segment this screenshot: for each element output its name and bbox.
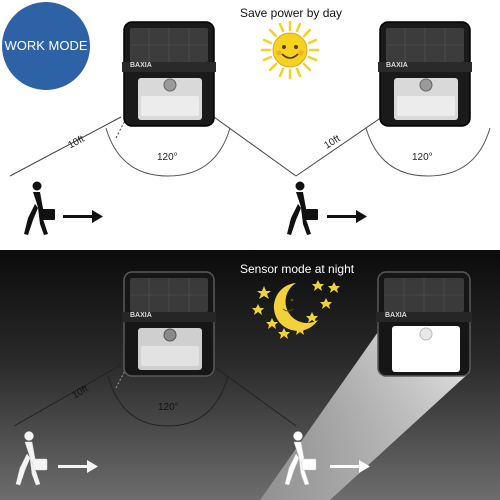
- night-scene-2: [284, 271, 472, 486]
- angle-label: 120°: [158, 402, 179, 413]
- arrow-right-icon: [58, 460, 98, 473]
- angle-label: 120°: [157, 152, 178, 163]
- brand-label: BAXIA: [386, 62, 408, 69]
- walking-person-icon: [15, 431, 48, 486]
- day-scene-graphics: [2, 2, 491, 235]
- night-panel: Sensor mode at night BAXIA 10ft 120° BAX…: [0, 250, 500, 500]
- arrow-right-icon: [327, 210, 367, 223]
- walking-person-icon: [284, 431, 317, 486]
- day-panel: WORK MODE Save power by day BAXIA 10ft 1…: [2, 2, 491, 235]
- angle-label: 120°: [412, 152, 433, 163]
- day-caption: Save power by day: [240, 6, 343, 20]
- solar-light-icon: [122, 271, 216, 377]
- night-caption: Sensor mode at night: [240, 262, 355, 276]
- work-mode-badge-label: WORK MODE: [4, 38, 88, 53]
- solar-light-icon: [122, 21, 216, 127]
- moon-stars-icon: [252, 280, 340, 339]
- brand-label: BAXIA: [385, 312, 407, 319]
- walking-person-icon: [287, 181, 318, 235]
- night-scene-1: [13, 271, 297, 486]
- night-scene-graphics: [13, 271, 472, 500]
- arrow-right-icon: [63, 210, 103, 223]
- arrow-right-icon: [330, 460, 370, 473]
- brand-label: BAXIA: [130, 62, 152, 69]
- sun-icon: [260, 20, 320, 80]
- day-scene-2: [287, 21, 491, 235]
- solar-light-icon: [376, 271, 472, 377]
- day-scene-1: [9, 21, 297, 235]
- work-mode-badge: [2, 2, 90, 90]
- brand-label: BAXIA: [130, 312, 152, 319]
- solar-light-icon: [378, 21, 472, 127]
- walking-person-icon: [24, 181, 55, 235]
